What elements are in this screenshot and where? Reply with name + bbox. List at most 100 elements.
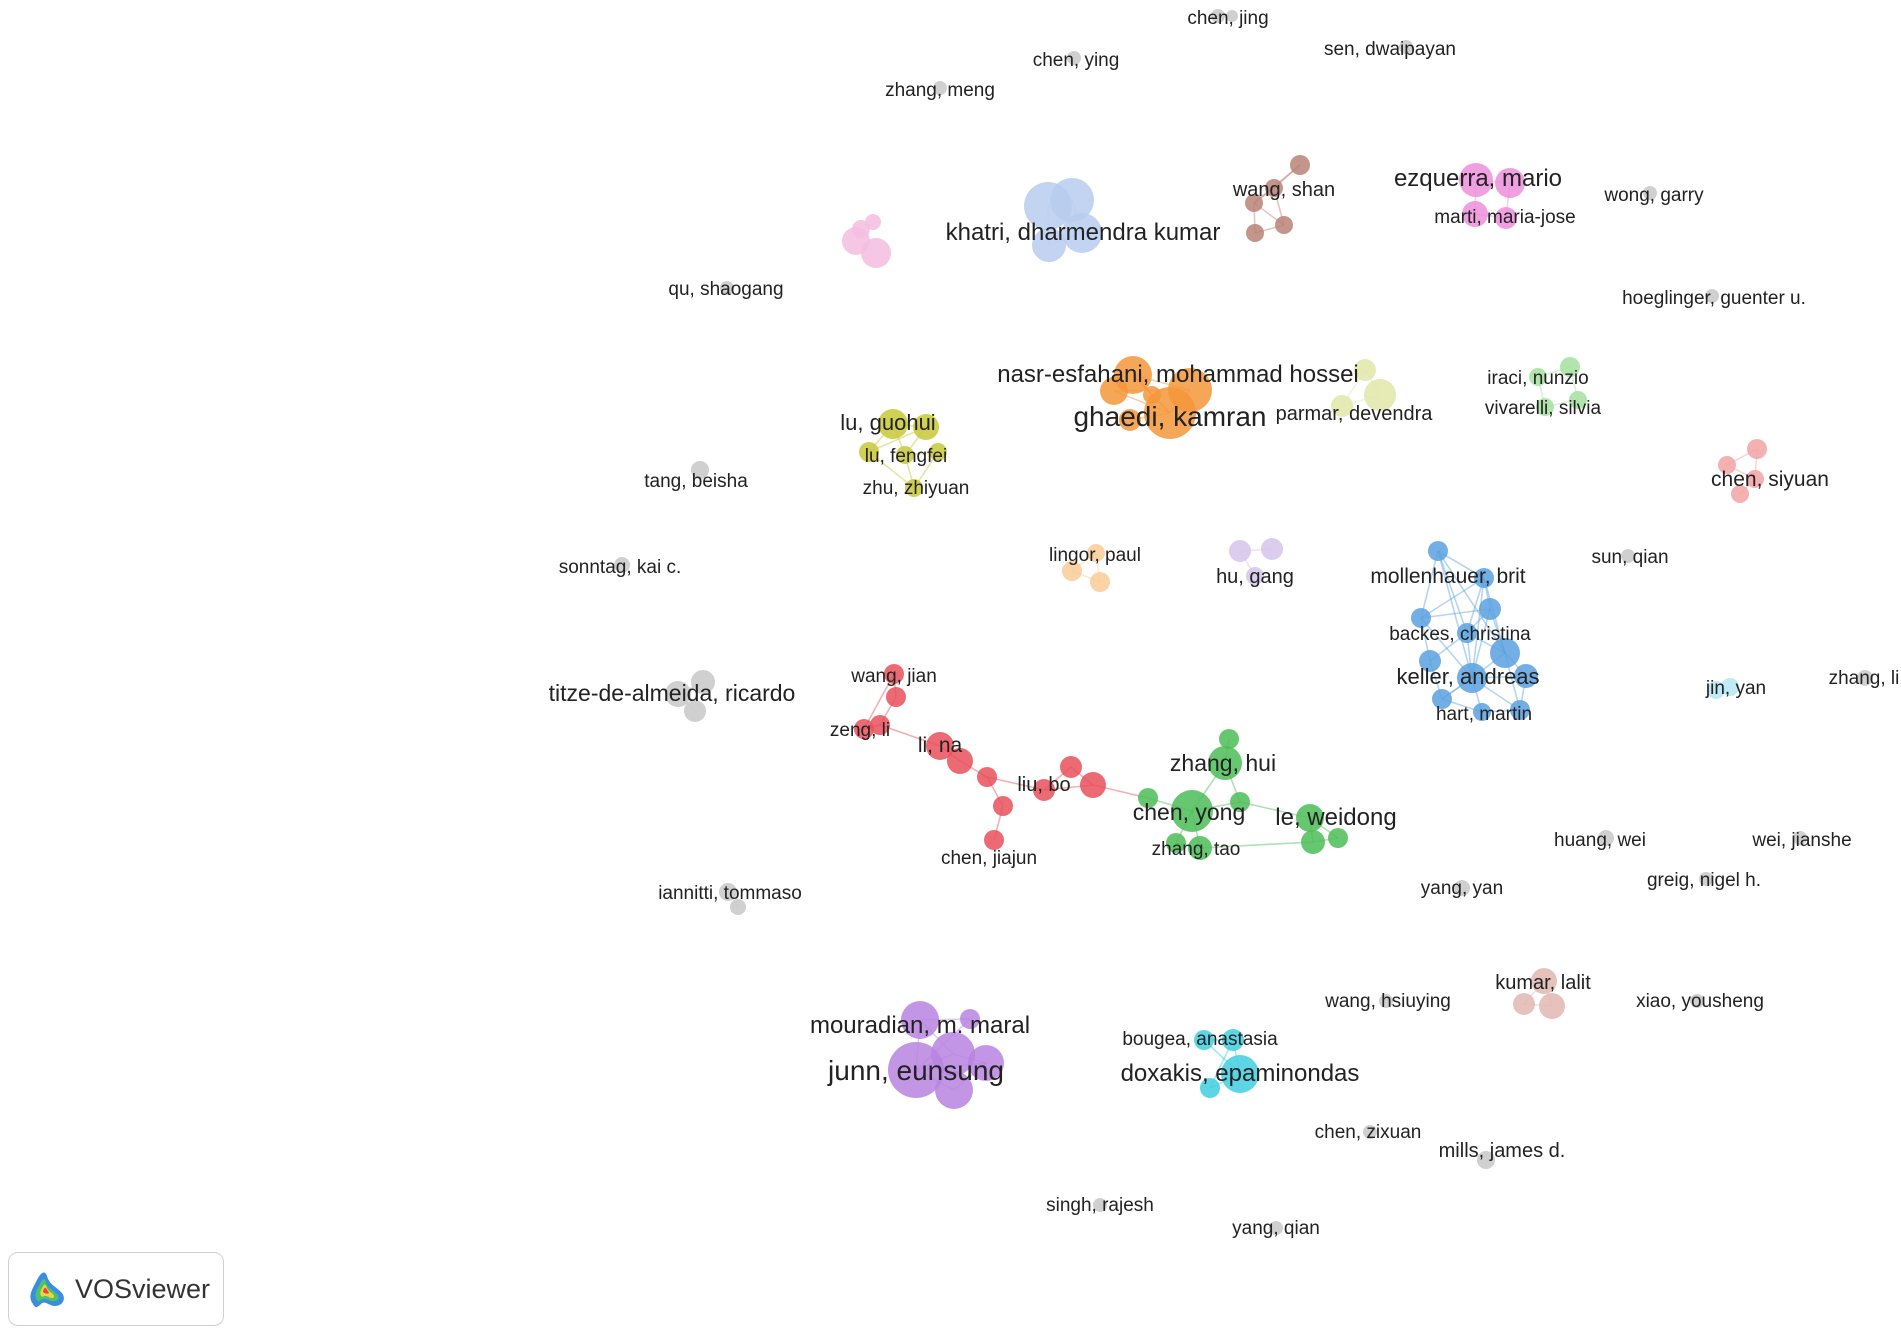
node-bougea[interactable]: [1194, 1030, 1214, 1050]
node-u-red-6[interactable]: [1060, 756, 1082, 778]
label-chen-jiajun[interactable]: chen, jiajun: [941, 848, 1037, 869]
node-u-blue-4[interactable]: [1490, 638, 1520, 668]
node-qu-shaogang[interactable]: [720, 281, 734, 295]
node-u-shan-2[interactable]: [1290, 155, 1310, 175]
node-marti[interactable]: [1462, 201, 1488, 227]
node-u-chen-jing-2[interactable]: [1226, 10, 1238, 22]
node-u-hugang-2[interactable]: [1261, 538, 1283, 560]
node-parmar[interactable]: [1331, 395, 1353, 417]
node-vivarelli[interactable]: [1536, 398, 1554, 416]
label-zeng-li[interactable]: zeng, li: [830, 720, 890, 741]
node-chen-jing[interactable]: [1211, 9, 1225, 23]
label-parmar[interactable]: parmar, devendra: [1276, 403, 1434, 425]
label-hu-gang[interactable]: hu, gang: [1216, 566, 1294, 588]
node-u-blue-3[interactable]: [1479, 598, 1501, 620]
node-chen-ying[interactable]: [1067, 51, 1081, 65]
label-lu-guohui[interactable]: lu, guohui: [840, 410, 935, 435]
node-iannitti[interactable]: [719, 883, 737, 901]
node-u-purple-3[interactable]: [968, 1045, 1004, 1081]
node-u-lalit-3[interactable]: [1539, 993, 1565, 1019]
label-hart-martin[interactable]: hart, martin: [1436, 704, 1532, 725]
vosviewer-logo[interactable]: VOSviewer: [8, 1252, 224, 1326]
label-chen-yong[interactable]: chen, yong: [1133, 799, 1246, 825]
node-u-lu-2[interactable]: [913, 414, 939, 440]
node-u-titze-3[interactable]: [684, 700, 706, 722]
node-hoeglinger[interactable]: [1705, 289, 1719, 303]
label-li-na[interactable]: li, na: [918, 734, 963, 757]
label-kumar-lalit[interactable]: kumar, lalit: [1495, 972, 1591, 994]
label-zhu-zhiyuan[interactable]: zhu, zhiyuan: [863, 478, 970, 499]
node-u-siyuan-2[interactable]: [1747, 439, 1767, 459]
node-u-iannitti-2[interactable]: [730, 899, 746, 915]
node-u-ghaedi-2[interactable]: [1168, 368, 1212, 412]
node-u-green-1[interactable]: [1138, 788, 1158, 808]
node-titze[interactable]: [665, 681, 691, 707]
label-ghaedi[interactable]: ghaedi, kamran: [1073, 401, 1266, 432]
node-junn[interactable]: [888, 1042, 944, 1098]
node-u-cyan-1[interactable]: [1222, 1029, 1244, 1051]
label-mollenhauer[interactable]: mollenhauer, brit: [1370, 565, 1525, 588]
label-chen-jing[interactable]: chen, jing: [1187, 8, 1268, 29]
node-huang-wei[interactable]: [1598, 830, 1614, 846]
node-le-weidong[interactable]: [1296, 804, 1324, 832]
label-wei-jianshe[interactable]: wei, jianshe: [1751, 830, 1851, 851]
node-zhang-tao[interactable]: [1188, 836, 1212, 860]
node-u-lalit-2[interactable]: [1513, 993, 1535, 1015]
node-u-red-4[interactable]: [977, 767, 997, 787]
label-iannitti[interactable]: iannitti, tommaso: [658, 883, 802, 904]
node-u-shan-5[interactable]: [1275, 216, 1293, 234]
label-greig[interactable]: greig, nigel h.: [1647, 870, 1761, 891]
node-iraci[interactable]: [1529, 368, 1547, 386]
node-ezquerra[interactable]: [1459, 163, 1493, 197]
node-u-green-3[interactable]: [1166, 833, 1186, 853]
node-lu-fengfei[interactable]: [896, 446, 914, 464]
node-chen-yong[interactable]: [1171, 790, 1213, 832]
node-li-na[interactable]: [926, 732, 954, 760]
node-singh-rajesh[interactable]: [1093, 1198, 1107, 1212]
node-u-jinyan-2[interactable]: [1721, 678, 1739, 696]
label-wang-shan[interactable]: wang, shan: [1232, 179, 1335, 201]
node-u-green-2[interactable]: [1230, 792, 1250, 812]
node-greig[interactable]: [1699, 872, 1713, 886]
label-iraci[interactable]: iraci, nunzio: [1487, 368, 1588, 389]
node-u-siyuan-3[interactable]: [1718, 456, 1736, 474]
node-doxakis[interactable]: [1221, 1055, 1259, 1093]
node-u-blue-8[interactable]: [1514, 664, 1538, 688]
node-wang-shan[interactable]: [1245, 194, 1263, 212]
node-mollenhauer[interactable]: [1474, 568, 1494, 588]
node-u-green-5[interactable]: [1219, 729, 1239, 749]
node-chen-zixuan[interactable]: [1363, 1125, 1377, 1139]
node-u-iraci-2[interactable]: [1560, 357, 1580, 377]
node-u-blue-2[interactable]: [1411, 608, 1431, 628]
node-u-parmar-2[interactable]: [1364, 379, 1396, 411]
node-u-cyan-2[interactable]: [1200, 1078, 1220, 1098]
label-mouradian[interactable]: mouradian, m. maral: [810, 1012, 1030, 1039]
node-yang-yan[interactable]: [1454, 880, 1470, 896]
label-zhang-meng[interactable]: zhang, meng: [885, 80, 995, 101]
node-u-lu-4[interactable]: [929, 443, 947, 461]
node-mouradian[interactable]: [901, 1001, 939, 1039]
node-u-titze-2[interactable]: [691, 670, 715, 694]
label-singh-rajesh[interactable]: singh, rajesh: [1046, 1195, 1154, 1216]
label-titze[interactable]: titze-de-almeida, ricardo: [549, 680, 796, 706]
label-sun-qian[interactable]: sun, qian: [1591, 547, 1668, 568]
node-u-red-1[interactable]: [886, 687, 906, 707]
node-u-lu-3[interactable]: [859, 442, 879, 462]
node-hart-martin[interactable]: [1473, 703, 1491, 721]
node-sun-qian[interactable]: [1621, 549, 1635, 563]
label-sen-dwaipayan[interactable]: sen, dwaipayan: [1324, 39, 1456, 60]
node-lingor[interactable]: [1087, 544, 1105, 562]
node-u-lingor-3[interactable]: [1090, 572, 1110, 592]
node-u-shan-3[interactable]: [1265, 179, 1283, 197]
label-lingor[interactable]: lingor, paul: [1049, 545, 1141, 566]
label-wang-jian[interactable]: wang, jian: [850, 666, 937, 687]
label-nasr[interactable]: nasr-esfahani, mohammad hossei: [997, 361, 1359, 388]
label-le-weidong[interactable]: le, weidong: [1275, 804, 1396, 831]
label-zhang-hui[interactable]: zhang, hui: [1170, 750, 1276, 776]
label-khatri[interactable]: khatri, dharmendra kumar: [946, 219, 1221, 246]
node-sonntag[interactable]: [614, 557, 630, 573]
node-wang-jian[interactable]: [884, 664, 904, 684]
label-liu-bo[interactable]: liu, bo: [1017, 774, 1070, 796]
node-u-ghaedi-5[interactable]: [1143, 386, 1161, 404]
